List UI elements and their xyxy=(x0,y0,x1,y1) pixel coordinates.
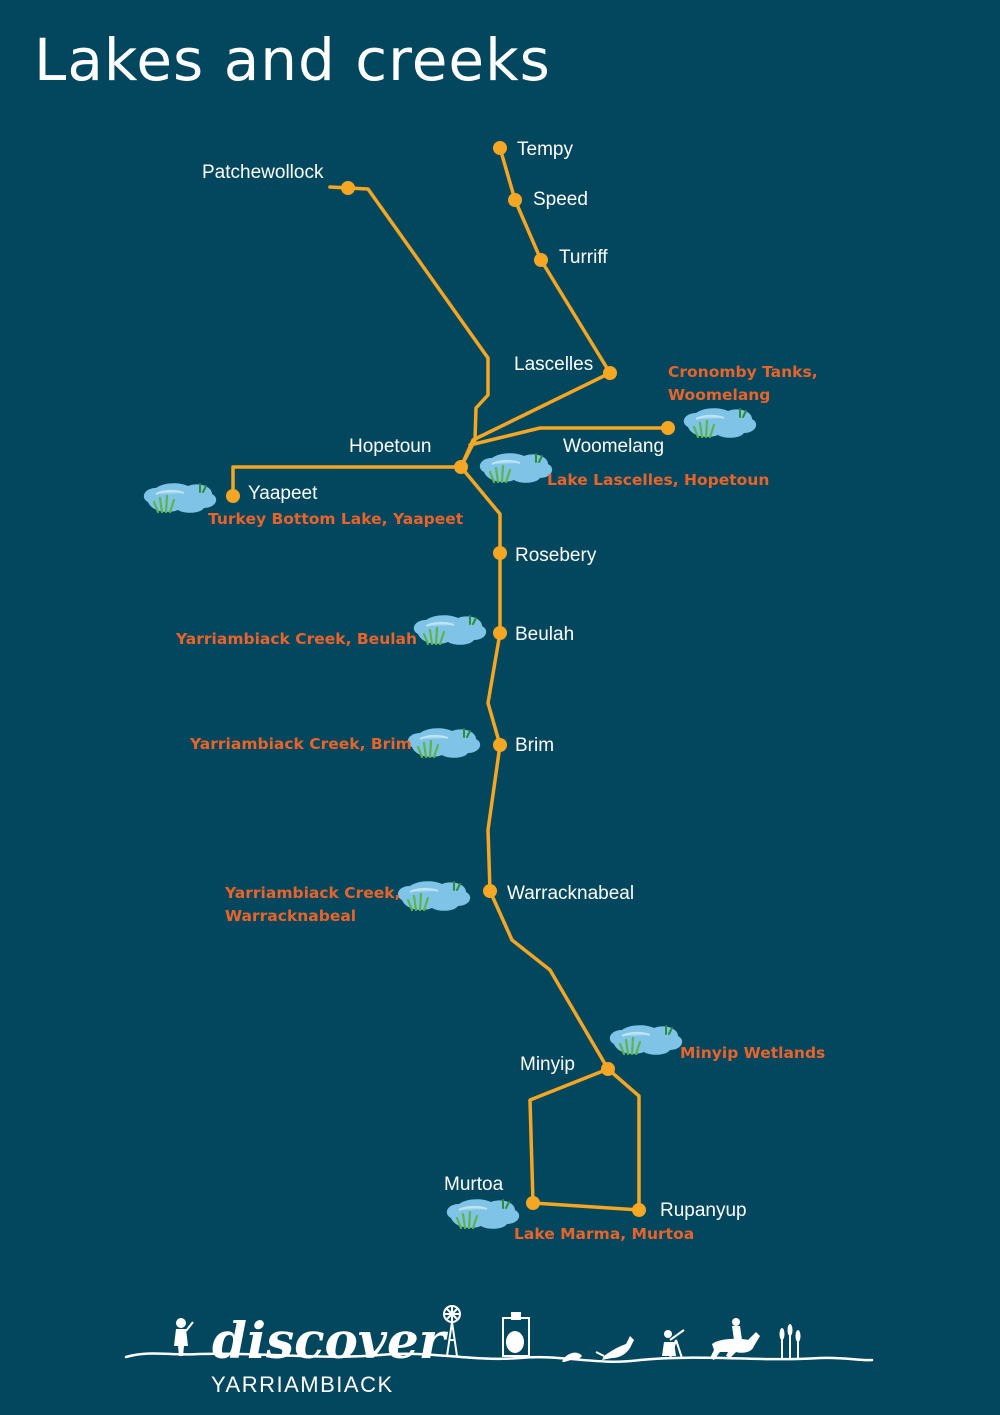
site-turkey-bottom-lake: Turkey Bottom Lake, Yaapeet xyxy=(208,510,464,528)
route-stops xyxy=(226,141,675,1217)
logo-region: YARRIAMBIACK xyxy=(211,1372,394,1397)
stop-turriff xyxy=(534,253,548,267)
water-icon xyxy=(478,452,554,484)
water-icon xyxy=(412,614,488,646)
stop-warracknabeal xyxy=(483,884,497,898)
site-cronomby-line2: Woomelang xyxy=(668,386,770,404)
stop-murtoa xyxy=(526,1196,540,1210)
town-turriff: Turriff xyxy=(559,247,608,268)
windmill-icon xyxy=(443,1305,461,1357)
stop-speed xyxy=(508,193,522,207)
site-minyip-wetlands: Minyip Wetlands xyxy=(680,1044,825,1062)
stop-beulah xyxy=(493,626,507,640)
route-lascelles-hopetoun xyxy=(459,371,612,469)
town-speed: Speed xyxy=(533,189,588,210)
water-icon xyxy=(682,407,758,439)
route-yaapeet-hopetoun xyxy=(231,465,463,498)
stop-yaapeet xyxy=(226,489,240,503)
route-tempy-lascelles xyxy=(498,146,612,375)
water-icon xyxy=(445,1198,521,1230)
stop-minyip xyxy=(601,1062,615,1076)
town-warracknabeal: Warracknabeal xyxy=(507,883,634,904)
stop-tempy xyxy=(493,141,507,155)
stop-lascelles xyxy=(603,366,617,380)
site-labels: Cronomby Tanks, Woomelang Lake Lascelles… xyxy=(175,363,825,1243)
town-rupanyup: Rupanyup xyxy=(660,1200,747,1221)
town-tempy: Tempy xyxy=(517,139,573,160)
water-icon xyxy=(142,482,218,514)
horse-rider-icon xyxy=(710,1318,760,1360)
site-yarriambiack-beulah: Yarriambiack Creek, Beulah xyxy=(175,630,417,648)
kangaroo-icon xyxy=(595,1336,634,1360)
logo-word: discover xyxy=(212,1311,449,1370)
water-sites xyxy=(142,407,758,1230)
town-lascelles: Lascelles xyxy=(514,354,593,375)
hiker-icon xyxy=(174,1318,194,1356)
town-brim: Brim xyxy=(515,735,554,756)
stop-rupanyup xyxy=(632,1203,646,1217)
town-woomelang: Woomelang xyxy=(563,436,664,457)
site-lake-lascelles: Lake Lascelles, Hopetoun xyxy=(547,471,769,489)
water-icon xyxy=(608,1024,684,1056)
town-hopetoun: Hopetoun xyxy=(349,436,431,457)
town-minyip: Minyip xyxy=(520,1054,575,1075)
stop-patchewollock xyxy=(341,181,355,195)
water-icon xyxy=(406,727,482,759)
stop-rosebery xyxy=(493,546,507,560)
town-rosebery: Rosebery xyxy=(515,545,597,566)
discover-yarriambiack-logo: discover YARRIAMBIACK xyxy=(124,1305,874,1397)
logo-horizon-line xyxy=(124,1352,874,1363)
stop-woomelang xyxy=(661,421,675,435)
site-yarriambiack-warracknabeal-line2: Warracknabeal xyxy=(225,907,356,925)
wheat-icon xyxy=(779,1324,801,1358)
town-patchewollock: Patchewollock xyxy=(202,162,324,183)
map-title: Lakes and creeks xyxy=(34,26,551,94)
site-cronomby-line1: Cronomby Tanks, xyxy=(668,363,818,381)
site-lake-marma: Lake Marma, Murtoa xyxy=(514,1225,694,1243)
stop-brim xyxy=(493,738,507,752)
platypus-icon xyxy=(562,1352,582,1362)
stop-hopetoun xyxy=(454,460,468,474)
silo-icon xyxy=(502,1312,530,1357)
town-murtoa: Murtoa xyxy=(444,1174,504,1195)
town-labels: Tempy Speed Turriff Patchewollock Lascel… xyxy=(202,139,747,1221)
route-lines xyxy=(231,146,670,1212)
town-beulah: Beulah xyxy=(515,624,574,645)
site-yarriambiack-brim: Yarriambiack Creek, Brim xyxy=(189,735,412,753)
route-woomelang-hopetoun xyxy=(468,426,670,447)
telescope-icon xyxy=(662,1329,685,1359)
town-yaapeet: Yaapeet xyxy=(248,483,318,504)
route-minyip-loop xyxy=(528,1067,641,1212)
water-icon xyxy=(396,880,472,912)
site-yarriambiack-warracknabeal-line1: Yarriambiack Creek, xyxy=(224,884,400,902)
route-patchewollock-hopetoun xyxy=(328,185,490,469)
